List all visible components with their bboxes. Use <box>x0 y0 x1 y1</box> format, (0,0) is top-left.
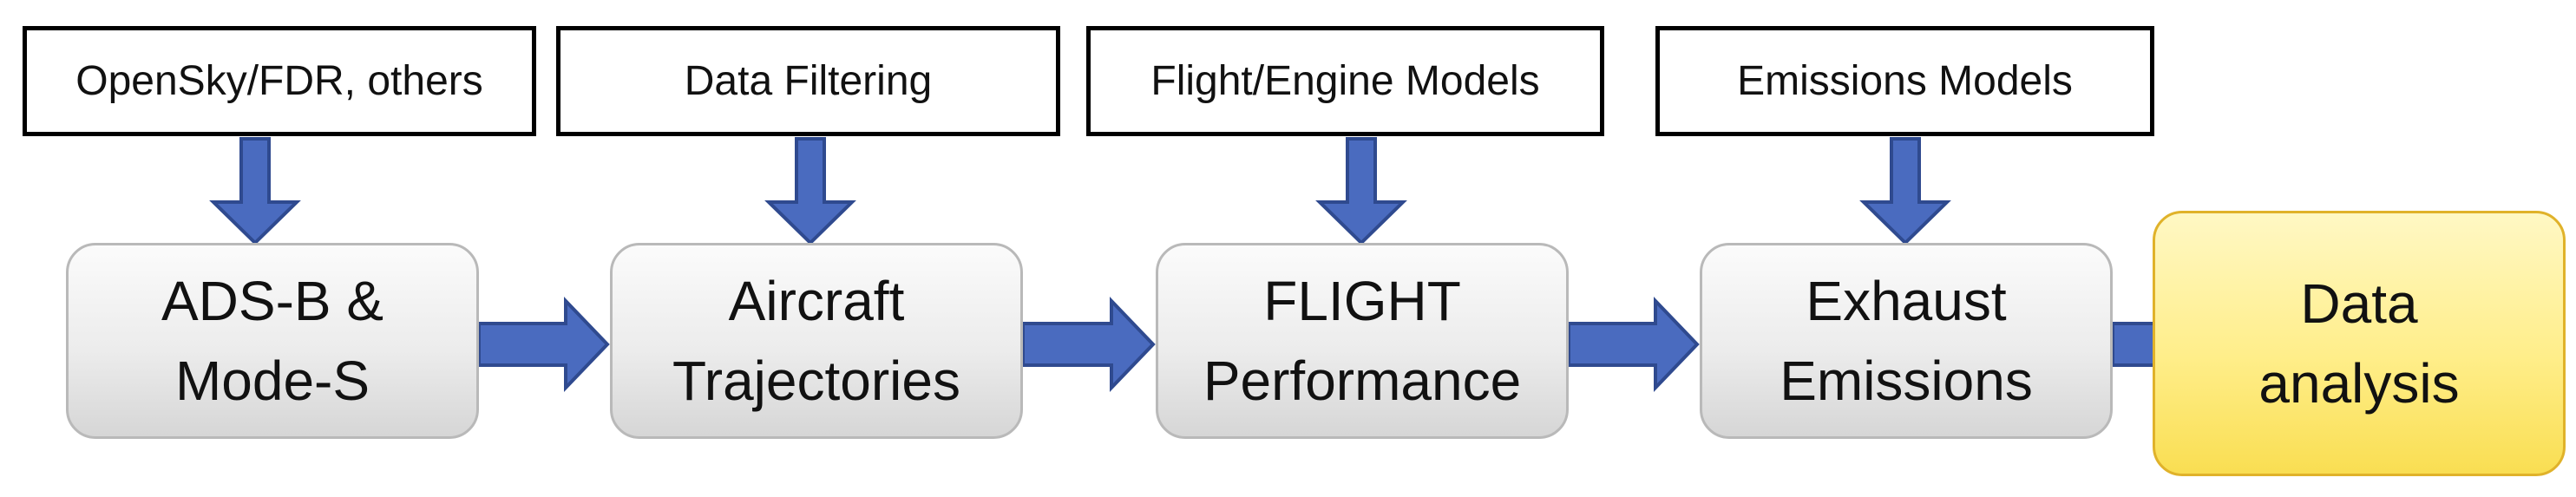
input-box-emissions-models: Emissions Models <box>1655 26 2154 136</box>
input-label: Emissions Models <box>1737 58 2073 104</box>
stage-label-line1: Aircraft <box>728 270 905 332</box>
down-arrow-4 <box>1859 137 1951 245</box>
stage-label-line2: Emissions <box>1780 350 2033 412</box>
stage-label-line2: Trajectories <box>672 350 960 412</box>
input-box-opensky: OpenSky/FDR, others <box>23 26 536 136</box>
input-label: OpenSky/FDR, others <box>75 58 483 104</box>
input-label: Data Filtering <box>684 58 933 104</box>
stage-box-data-analysis: Data analysis <box>2153 211 2566 476</box>
stage-box-aircraft-trajectories: Aircraft Trajectories <box>610 243 1023 439</box>
right-arrow-2 <box>1021 297 1156 392</box>
input-label: Flight/Engine Models <box>1150 58 1540 104</box>
stage-label-line1: Data <box>2300 272 2418 335</box>
right-arrow-1 <box>477 297 610 392</box>
input-box-flight-engine-models: Flight/Engine Models <box>1086 26 1604 136</box>
stage-label-line2: Performance <box>1203 350 1522 412</box>
stage-label-line1: Exhaust <box>1806 270 2007 332</box>
stage-label-line1: FLIGHT <box>1263 270 1461 332</box>
input-box-data-filtering: Data Filtering <box>556 26 1060 136</box>
down-arrow-1 <box>209 137 301 245</box>
down-arrow-3 <box>1315 137 1407 245</box>
stage-label-line2: Mode-S <box>174 350 370 412</box>
stage-box-exhaust-emissions: Exhaust Emissions <box>1700 243 2113 439</box>
stage-box-ads-b: ADS-B & Mode-S <box>66 243 479 439</box>
stage-label-line1: ADS-B & <box>161 270 384 332</box>
stage-label-line2: analysis <box>2258 352 2460 415</box>
stage-box-flight-performance: FLIGHT Performance <box>1156 243 1569 439</box>
down-arrow-2 <box>764 137 856 245</box>
right-arrow-3 <box>1567 297 1700 392</box>
